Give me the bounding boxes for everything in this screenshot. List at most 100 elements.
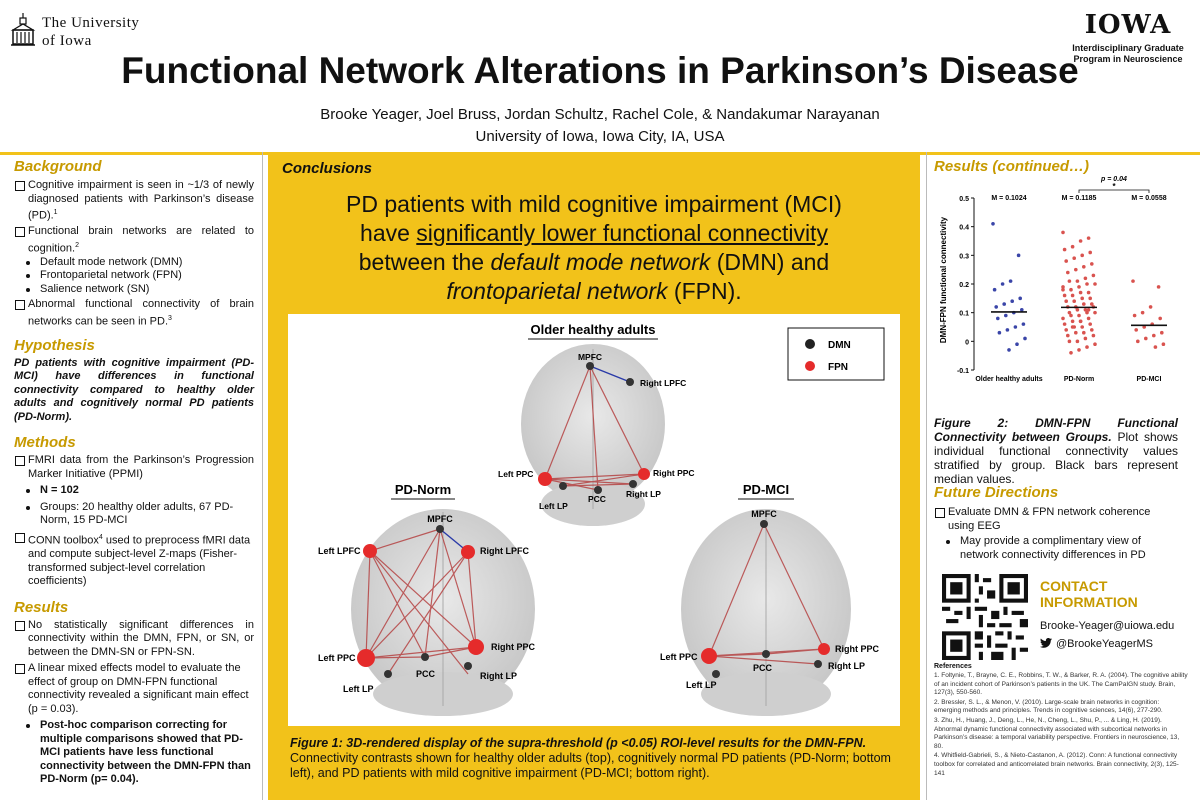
brain-network-renderings: Older healthy adults PD-Norm PD-MCI MPFC… (318, 322, 885, 716)
node-label: Left PPC (498, 469, 533, 479)
data-point (1086, 308, 1091, 312)
data-point (1072, 299, 1076, 303)
results-item: No statistically significant differences… (14, 619, 254, 660)
nodes-left (357, 525, 484, 678)
conclusion-line: frontoparietal network (FPN). (268, 277, 920, 306)
y-tick-label: 0 (965, 339, 969, 346)
data-point (1064, 328, 1068, 332)
node-label: MPFC (578, 352, 602, 362)
data-point (1077, 348, 1081, 352)
data-point (994, 305, 998, 309)
data-point (997, 330, 1002, 335)
data-point (1156, 285, 1161, 289)
network-item: Default mode network (DMN) (14, 256, 254, 270)
left-column: Background Cognitive impairment is seen … (14, 158, 254, 798)
methods-text: CONN toolbox (28, 534, 99, 547)
data-point (1061, 287, 1065, 292)
data-point (1018, 296, 1022, 301)
column-divider (262, 152, 263, 800)
conclusion-text: (DMN) and (710, 249, 830, 275)
twitter-handle: @BrookeYeagerMS (1056, 638, 1153, 650)
data-point (1067, 279, 1072, 283)
contact-email[interactable]: Brooke-Yeager@uiowa.edu (1040, 620, 1175, 632)
iowa-wordmark: IOWA (1084, 10, 1172, 40)
data-point (1070, 293, 1075, 298)
data-point (1090, 262, 1094, 266)
background-heading: Background (14, 158, 102, 175)
data-point (1075, 339, 1080, 344)
results-continued-heading: Results (continued…) (934, 158, 1090, 175)
data-point (1086, 316, 1091, 321)
ref-marker: 2 (75, 241, 79, 249)
reference-item: 4. Whitfield-Gabrieli, S., & Nieto-Casta… (934, 752, 1179, 777)
data-point (1008, 279, 1013, 283)
data-point (1093, 282, 1097, 286)
data-point (1061, 316, 1065, 321)
data-point (1078, 319, 1083, 324)
data-point (1088, 296, 1092, 301)
conclusion-text: (FPN). (667, 278, 742, 304)
figure-2-caption-title: Figure 2: DMN-FPN Functional Connectivit… (934, 416, 1178, 444)
sample-size: N = 102 (14, 484, 254, 498)
y-tick-label: 0.3 (959, 253, 969, 260)
background-item: Cognitive impairment is seen in ~1/3 of … (14, 179, 254, 223)
data-point (1016, 253, 1021, 258)
data-point (1152, 333, 1156, 338)
contact-heading-line: INFORMATION (1040, 594, 1138, 610)
contact-heading: CONTACT INFORMATION (1040, 578, 1138, 610)
background-item: Functional brain networks are related to… (14, 225, 254, 256)
node-label: Right LP (626, 489, 661, 499)
x-tick-label: PD-MCI (1137, 376, 1162, 383)
data-point (1090, 302, 1094, 306)
data-point (1158, 316, 1162, 321)
node-label: Left LP (539, 501, 568, 511)
node-labels-right: MPFC Left PPC Right PPC PCC Left LP Righ… (660, 509, 879, 690)
node-labels-top: MPFC Right LPFC Left PPC Right PPC PCC L… (498, 352, 695, 511)
panel-label-left: PD-Norm (395, 482, 451, 497)
node-label: PCC (753, 663, 773, 673)
figure-1-caption-text: Connectivity contrasts shown for healthy… (290, 751, 891, 780)
data-point (1005, 328, 1010, 332)
figure-1-caption: Figure 1: 3D-rendered display of the sup… (290, 736, 902, 781)
p-value-label: p = 0.04 (1100, 176, 1127, 183)
results-item: A linear mixed effects model to evaluate… (14, 662, 254, 716)
old-capitol-icon (10, 13, 36, 46)
conclusions-heading: Conclusions (282, 160, 373, 177)
twitter-icon (1040, 638, 1052, 648)
data-point (1085, 345, 1089, 349)
data-point (1000, 282, 1005, 286)
data-point (1061, 285, 1065, 289)
iowa-neuroscience-logo: IOWA Interdisciplinary Graduate Program … (1064, 10, 1192, 76)
conclusions-panel: Conclusions PD patients with mild cognit… (268, 152, 920, 800)
background-text: Abnormal functional connectivity of brai… (28, 298, 254, 328)
y-tick-label: 0.5 (959, 196, 969, 203)
edges-top (544, 365, 645, 491)
data-point (1066, 270, 1070, 275)
qr-code-icon[interactable] (942, 574, 1028, 660)
data-point (1078, 239, 1083, 243)
data-point (1062, 293, 1067, 298)
data-point (1064, 299, 1068, 303)
data-point (1160, 330, 1164, 335)
data-point (996, 316, 1000, 321)
contact-twitter[interactable]: @BrookeYeagerMS (1040, 638, 1153, 650)
data-point (1161, 342, 1166, 346)
conclusion-line: PD patients with mild cognitive impairme… (346, 191, 842, 217)
column-divider (926, 152, 927, 800)
ref-marker: 4 (98, 533, 103, 541)
node-label: Left LP (343, 684, 374, 694)
reference-item: 1. Foltynie, T., Brayne, C. E., Robbins,… (934, 672, 1188, 697)
conclusion-statement: PD patients with mild cognitive impairme… (268, 190, 920, 306)
brain-left (351, 509, 535, 716)
data-point (1078, 290, 1083, 295)
node-label: Right LP (828, 661, 865, 671)
node-label: Right LP (480, 671, 517, 681)
x-tick-label: PD-Norm (1064, 376, 1094, 383)
data-point (1091, 273, 1096, 278)
results-section: No statistically significant differences… (14, 619, 254, 787)
y-tick-label: 0.2 (959, 282, 969, 289)
data-point (1085, 282, 1089, 286)
ref-marker: 1 (53, 209, 58, 216)
future-item: Evaluate DMN & FPN network coherence usi… (934, 506, 1178, 533)
